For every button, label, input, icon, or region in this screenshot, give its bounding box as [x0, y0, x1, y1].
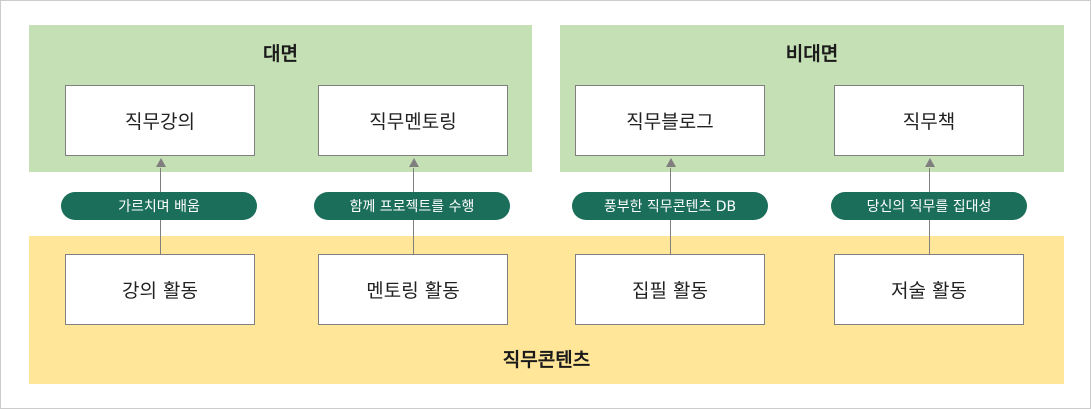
offline-panel-title: 대면: [263, 43, 298, 65]
arrow-up-icon: [666, 158, 676, 167]
box-job-mentoring: 직무멘토링: [318, 85, 508, 156]
pill-learn-by-teaching: 가르치며 배움: [61, 192, 257, 220]
content-panel-title: 직무콘텐츠: [502, 349, 591, 371]
box-job-book: 직무책: [834, 85, 1024, 156]
box-job-lecture: 직무강의: [65, 85, 255, 156]
pill-project-together: 함께 프로젝트를 수행: [314, 192, 510, 220]
arrow-up-icon: [156, 158, 166, 167]
box-job-blog: 직무블로그: [575, 85, 765, 156]
pill-compile-expertise: 당신의 직무를 집대성: [831, 192, 1027, 220]
online-panel-title: 비대면: [785, 43, 839, 65]
box-authoring-activity: 저술 활동: [834, 254, 1024, 325]
arrow-up-icon: [409, 158, 419, 167]
box-writing-activity: 집필 활동: [575, 254, 765, 325]
pill-content-db: 풍부한 직무콘텐츠 DB: [572, 192, 768, 220]
arrow-up-icon: [925, 158, 935, 167]
box-mentoring-activity: 멘토링 활동: [318, 254, 508, 325]
box-lecture-activity: 강의 활동: [65, 254, 255, 325]
